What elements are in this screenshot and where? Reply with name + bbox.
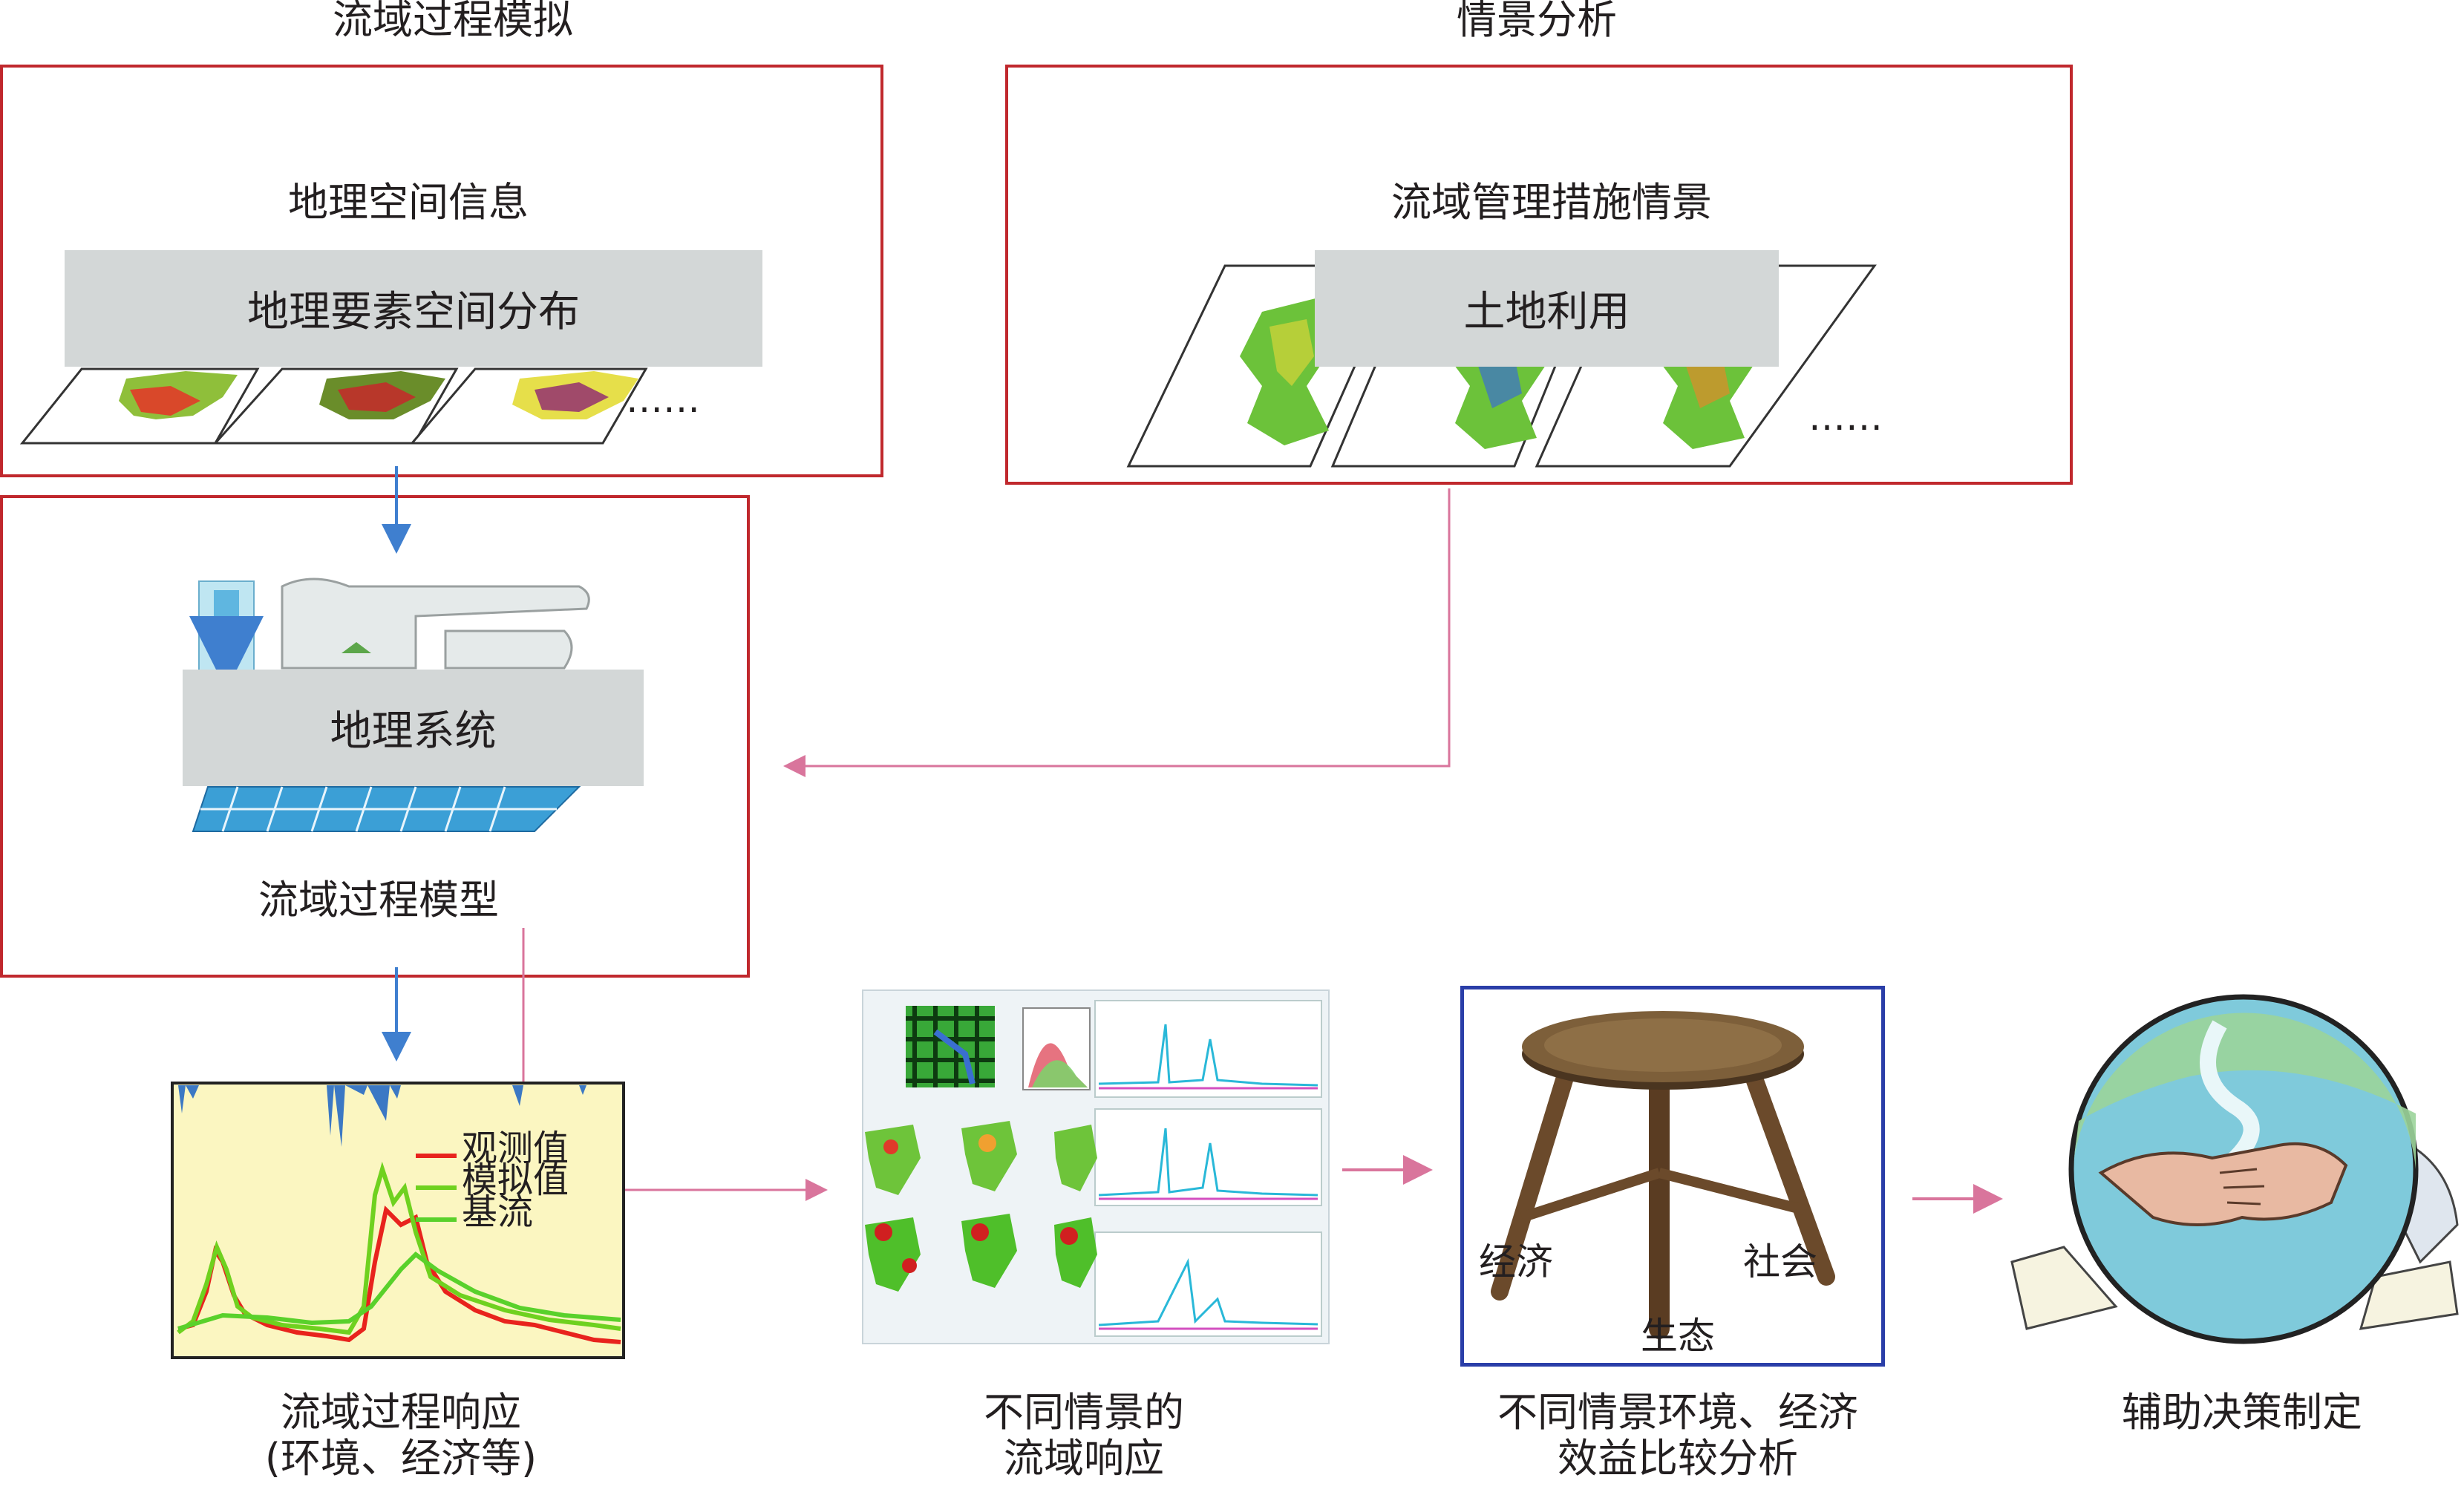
scenario-title: 流域管理措施情景 bbox=[1391, 179, 1712, 226]
legend-observed: 观测值 bbox=[462, 1128, 569, 1169]
stool-label-society: 社会 bbox=[1743, 1240, 1817, 1283]
baseflow-line bbox=[177, 1252, 621, 1331]
simulated-line bbox=[177, 1161, 621, 1335]
caption-comparison-line2: 效益比较分析 bbox=[1558, 1435, 1798, 1482]
model-caption: 流域过程模型 bbox=[258, 877, 499, 923]
section-title-simulation: 流域过程模拟 bbox=[333, 0, 573, 43]
rainfall-bars bbox=[178, 1085, 586, 1147]
geo-distribution-label: 地理要素空间分布 bbox=[247, 288, 580, 336]
geographic-system-label: 地理系统 bbox=[330, 707, 497, 756]
caption-response-line2: (环境、经济等) bbox=[264, 1435, 537, 1482]
caption-decision: 辅助决策制定 bbox=[2122, 1389, 2362, 1436]
geo-map-layers bbox=[19, 367, 648, 445]
geographic-system-bar: 地理系统 bbox=[183, 670, 644, 786]
legend-simulated: 模拟值 bbox=[462, 1159, 569, 1201]
small-response-charts bbox=[1094, 1000, 1322, 1337]
geo-info-title: 地理空间信息 bbox=[288, 179, 529, 226]
scenario-maps bbox=[865, 1121, 1097, 1292]
scenario-response-collage bbox=[862, 989, 1330, 1344]
landuse-ellipsis: …… bbox=[1808, 396, 1883, 439]
landuse-label: 土地利用 bbox=[1463, 288, 1630, 336]
section-title-scenario: 情景分析 bbox=[1457, 0, 1617, 43]
geo-ellipsis: …… bbox=[626, 378, 700, 421]
flow-arrows bbox=[382, 466, 2003, 1214]
caption-scenario-response-line1: 不同情景的 bbox=[984, 1389, 1184, 1436]
caption-scenario-response-line2: 流域响应 bbox=[1004, 1435, 1164, 1482]
handshake-illustration bbox=[2010, 994, 2459, 1344]
stool-label-economy: 经济 bbox=[1479, 1240, 1553, 1283]
caption-comparison-line1: 不同情景环境、经济 bbox=[1497, 1389, 1858, 1436]
legend-baseflow: 基流 bbox=[462, 1191, 534, 1233]
caption-response-line1: 流域过程响应 bbox=[281, 1389, 521, 1436]
stool-illustration bbox=[1491, 1011, 1835, 1339]
hydrograph-chart bbox=[171, 1082, 625, 1359]
landuse-bar: 土地利用 bbox=[1315, 250, 1779, 367]
grid-watershed-map bbox=[906, 1006, 995, 1087]
arrow-scenario-to-model bbox=[783, 488, 1451, 777]
stool-label-ecology: 生态 bbox=[1641, 1315, 1715, 1358]
geo-distribution-bar: 地理要素空间分布 bbox=[65, 250, 762, 367]
